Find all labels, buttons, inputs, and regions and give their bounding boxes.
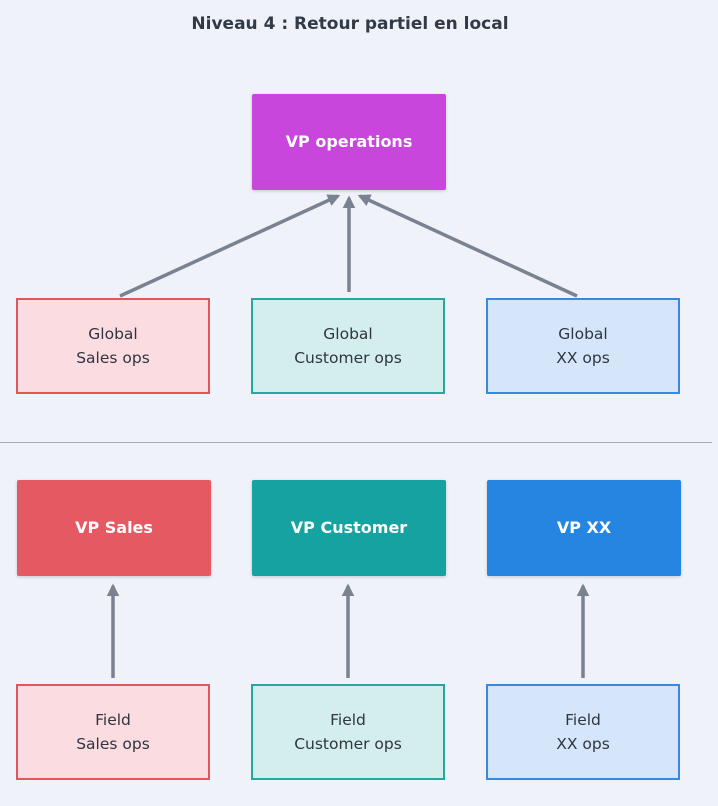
field-xx-ops-box: Field XX ops (486, 684, 680, 780)
vp-xx-box: VP XX (487, 480, 681, 576)
box-line-1: Field (565, 711, 601, 729)
section-divider (0, 442, 712, 443)
vp-operations-label: VP operations (285, 132, 413, 151)
vp-sales-label: VP Sales (75, 518, 153, 537)
global-customer-ops-box: Global Customer ops (251, 298, 445, 394)
box-line-1: Global (558, 325, 608, 343)
vp-xx-label: VP XX (556, 518, 612, 537)
box-line-2: XX ops (556, 349, 610, 367)
box-line-2: Sales ops (76, 349, 150, 367)
box-line-2: XX ops (556, 735, 610, 753)
box-line-2: Customer ops (294, 349, 402, 367)
global-xx-ops-box: Global XX ops (486, 298, 680, 394)
box-line-1: Global (323, 325, 373, 343)
box-line-1: Field (330, 711, 366, 729)
field-sales-ops-box: Field Sales ops (16, 684, 210, 780)
box-line-1: Field (95, 711, 131, 729)
box-line-1: Global (88, 325, 138, 343)
box-line-2: Customer ops (294, 735, 402, 753)
vp-operations-box: VP operations (252, 94, 446, 190)
arrow-global-xx-to-vp (357, 194, 578, 298)
field-customer-ops-box: Field Customer ops (251, 684, 445, 780)
diagram-title: Niveau 4 : Retour partiel en local (191, 14, 509, 34)
vp-customer-label: VP Customer (290, 518, 408, 537)
global-sales-ops-box: Global Sales ops (16, 298, 210, 394)
vp-customer-box: VP Customer (252, 480, 446, 576)
arrow-global-sales-to-vp (119, 194, 341, 298)
vp-sales-box: VP Sales (17, 480, 211, 576)
box-line-2: Sales ops (76, 735, 150, 753)
